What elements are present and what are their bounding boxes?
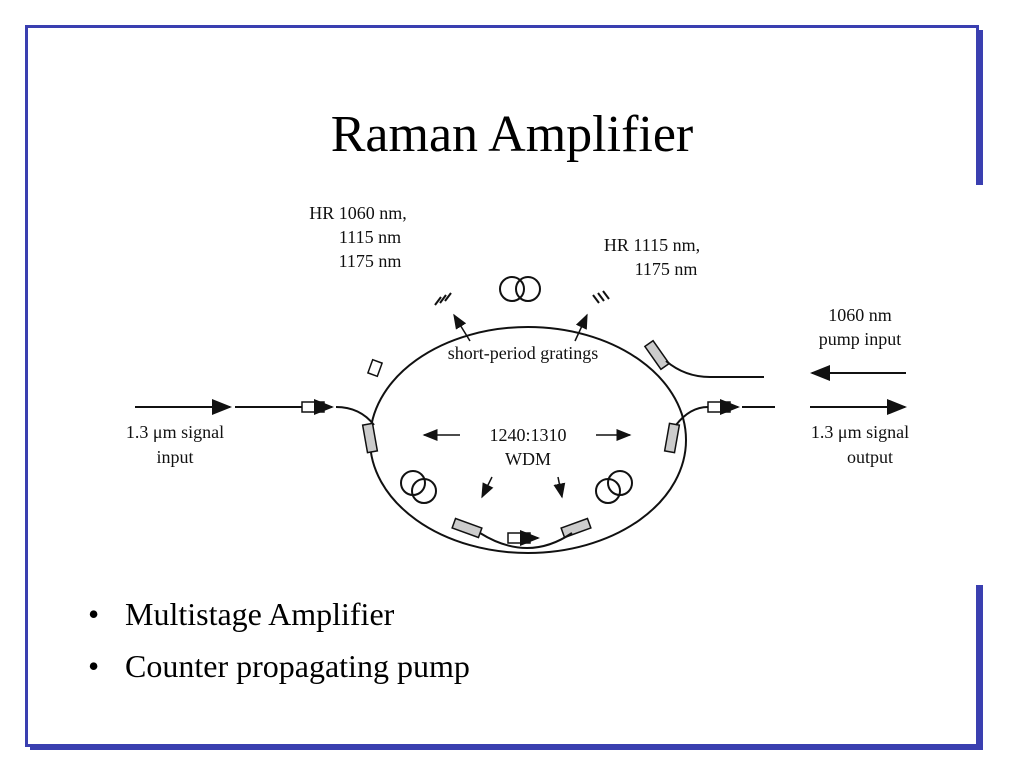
signal-input-label-line2: input (156, 447, 193, 467)
grating-mark-right (592, 290, 610, 304)
gratings-arrow-right (574, 313, 588, 342)
isolator-bottom (507, 530, 540, 546)
wdm-label: WDM (505, 449, 551, 469)
gratings-arrow-left (453, 313, 471, 342)
hr-left-line3: 1175 nm (339, 251, 402, 271)
bullet-item: • Multistage Amplifier (88, 592, 470, 644)
hr-right-line2: 1175 nm (635, 259, 698, 279)
wdm-arrow-bottom-left (481, 476, 494, 499)
slide-title: Raman Amplifier (330, 106, 694, 163)
pump-fiber (665, 360, 764, 378)
wdm-coupler-upper-right (643, 339, 671, 371)
frame-shadow-bottom (30, 747, 983, 750)
bullet-glyph: • (88, 648, 100, 684)
pump-label-line2: pump input (819, 329, 902, 349)
hr-left-line2: 1115 nm (339, 227, 401, 247)
fiber-coil-left (400, 470, 437, 504)
signal-output-label-line1: 1.3 μm signal (811, 422, 909, 442)
diagram-svg: HR 1060 nm, 1115 nm 1175 nm HR 1115 nm, … (126, 203, 909, 554)
input-fiber-join (335, 406, 375, 426)
wdm-coupler-right (663, 422, 681, 454)
bullet-glyph: • (88, 596, 100, 632)
wdm-coupler-left (361, 422, 379, 454)
gratings-label: short-period gratings (448, 343, 598, 363)
isolator-top-left (366, 358, 384, 378)
hr-left-line1: HR 1060 nm, (309, 203, 407, 223)
isolator-input (301, 399, 334, 415)
wdm-coupler-bottom-left (451, 517, 483, 539)
signal-output-label-line2: output (847, 447, 893, 467)
raman-amplifier-diagram: HR 1060 nm, 1115 nm 1175 nm HR 1115 nm, … (40, 185, 985, 585)
grating-mark-left (434, 292, 452, 306)
fiber-coil-right (595, 470, 633, 504)
hr-right-line1: HR 1115 nm, (604, 235, 700, 255)
bullet-list: • Multistage Amplifier • Counter propagati… (88, 592, 470, 696)
wdm-arrow-bottom-right (553, 476, 566, 499)
bottom-fiber-loop (479, 532, 573, 549)
pump-label-line1: 1060 nm (828, 305, 892, 325)
wdm-coupler-bottom-right (560, 517, 592, 539)
bullet-text: Multistage Amplifier (125, 596, 395, 632)
signal-input-label-line1: 1.3 μm signal (126, 422, 224, 442)
bullet-item: • Counter propagating pump (88, 644, 470, 696)
isolator-output (707, 399, 740, 415)
fiber-coil-top (499, 276, 541, 302)
bullet-text: Counter propagating pump (125, 648, 470, 684)
output-fiber-join (675, 406, 709, 426)
wdm-label-ratio: 1240:1310 (489, 425, 566, 445)
